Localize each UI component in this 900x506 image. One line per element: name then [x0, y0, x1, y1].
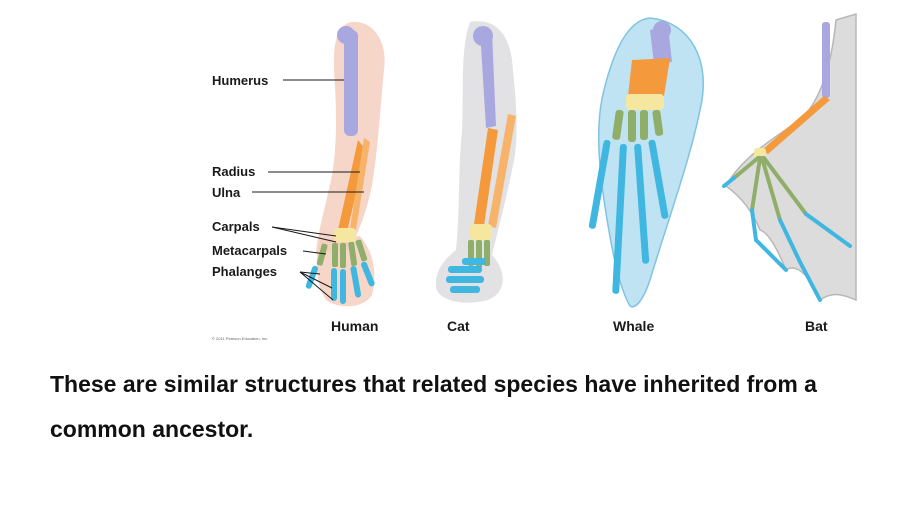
species-label-bat: Bat: [805, 318, 828, 334]
cat-phalanges: [446, 258, 486, 293]
whale-flipper: [588, 17, 704, 308]
bat-wing: [722, 12, 857, 302]
bat-wing-membrane: [725, 12, 857, 302]
cat-fur: [435, 21, 517, 303]
whale-phalanges: [588, 139, 669, 294]
whale-humerus-head: [653, 21, 671, 39]
cat-radius: [474, 128, 498, 226]
human-ulna: [350, 138, 370, 230]
bat-humerus: [822, 22, 830, 98]
bat-phalanges: [722, 176, 852, 302]
label-phalanges: Phalanges: [212, 264, 277, 279]
human-radius: [338, 140, 366, 232]
label-humerus: Humerus: [212, 73, 268, 88]
whale-flipper-body: [597, 17, 704, 308]
human-leader-lines: [252, 79, 364, 301]
human-arm-skin: [316, 21, 385, 254]
whale-metacarpals: [612, 109, 664, 142]
caption-text: These are similar structures that relate…: [50, 371, 817, 442]
copyright-credit: © 2011 Pearson Education, Inc.: [212, 336, 268, 341]
label-carpals: Carpals: [212, 219, 260, 234]
human-metacarpals: [316, 239, 368, 268]
bat-carpals: [754, 148, 766, 158]
cat-leg: [435, 21, 517, 303]
label-metacarpals: Metacarpals: [212, 243, 287, 258]
species-label-human: Human: [331, 318, 378, 334]
label-ulna: Ulna: [212, 185, 241, 200]
species-label-cat: Cat: [447, 318, 470, 334]
cat-carpals: [470, 224, 492, 240]
human-carpals: [334, 228, 356, 242]
human-humerus-head: [337, 26, 355, 44]
human-arm: [252, 21, 385, 307]
whale-carpals: [626, 94, 664, 110]
cat-humerus: [480, 30, 496, 128]
cat-ulna: [488, 114, 516, 228]
bat-radius: [762, 96, 830, 154]
human-phalanges: [305, 261, 375, 304]
human-humerus: [344, 30, 358, 136]
label-radius: Radius: [212, 164, 255, 179]
bat-metacarpals: [732, 156, 808, 222]
species-label-whale: Whale: [613, 318, 654, 334]
whale-radius-ulna: [628, 58, 670, 96]
homology-diagram: Humerus Radius Ulna Carpals Metacarpals …: [212, 12, 857, 341]
cat-humerus-head: [473, 26, 493, 46]
